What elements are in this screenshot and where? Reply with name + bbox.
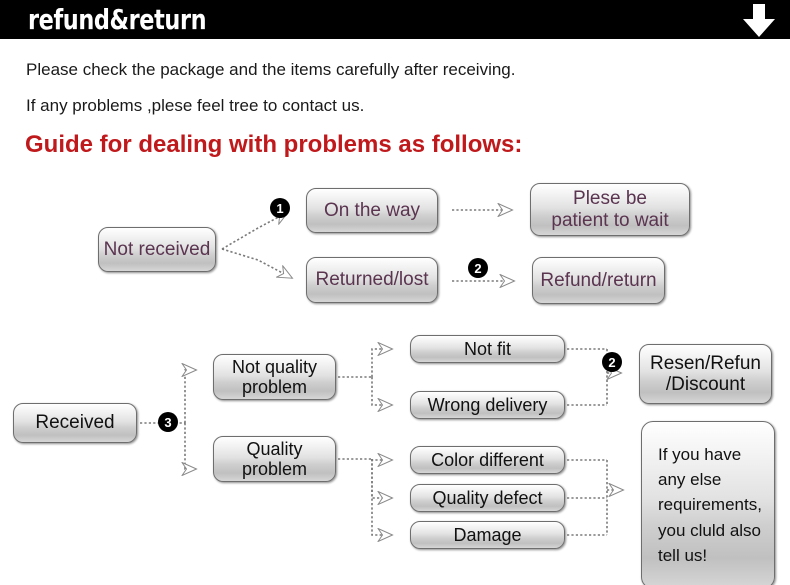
node-wrong-delivery: Wrong delivery [410, 391, 565, 419]
patient-line-1: Plese be [573, 188, 647, 210]
node-contact-us-note-label: If you have any else requirements, you c… [642, 442, 774, 568]
guide-heading: Guide for dealing with problems as follo… [25, 131, 523, 158]
page-title: refund&return [28, 3, 207, 36]
node-please-be-patient-label: Plese be patient to wait [531, 188, 689, 231]
node-quality-problem: Quality problem [213, 436, 336, 482]
resend-line-2: /Discount [665, 374, 746, 395]
contact-line-5: tell us! [658, 545, 708, 565]
not-quality-line-2: problem [241, 377, 308, 397]
step-badge-2-lower: 2 [602, 352, 622, 372]
node-not-quality-problem: Not quality problem [213, 354, 336, 400]
intro-line-2: If any problems ,plese feel tree to cont… [26, 96, 365, 115]
node-resend-refund-discount: Resen/Refun /Discount [639, 344, 772, 404]
node-not-received-label: Not received [103, 238, 211, 260]
header-bar: refund&return [0, 0, 790, 39]
contact-line-1: If you have [658, 445, 742, 465]
contact-line-3: requirements, [658, 495, 762, 515]
quality-line-2: problem [241, 459, 308, 479]
node-not-fit: Not fit [410, 335, 565, 363]
not-quality-line-1: Not quality [231, 356, 318, 377]
node-not-quality-problem-label: Not quality problem [214, 357, 335, 397]
node-received-label: Received [35, 412, 115, 434]
node-refund-return-label: Refund/return [540, 269, 657, 291]
node-on-the-way-label: On the way [323, 199, 421, 221]
node-contact-us-note: If you have any else requirements, you c… [641, 421, 775, 585]
resend-line-1: Resen/Refun [650, 352, 761, 374]
contact-line-4: you cluld also [658, 520, 762, 540]
patient-line-2: patient to wait [551, 209, 669, 231]
node-color-different: Color different [410, 446, 565, 474]
node-wrong-delivery-label: Wrong delivery [427, 394, 548, 415]
step-badge-3: 3 [158, 412, 178, 432]
node-damage: Damage [410, 521, 565, 549]
node-received: Received [13, 403, 137, 443]
step-badge-1: 1 [270, 198, 290, 218]
node-on-the-way: On the way [306, 188, 438, 233]
step-badge-2: 2 [468, 258, 488, 278]
node-damage-label: Damage [453, 524, 522, 545]
node-resend-refund-discount-label: Resen/Refun /Discount [640, 353, 771, 396]
node-not-received: Not received [98, 227, 216, 272]
node-color-different-label: Color different [431, 449, 544, 470]
node-returned-lost-label: Returned/lost [315, 269, 429, 291]
node-please-be-patient: Plese be patient to wait [530, 183, 690, 236]
contact-line-2: any else [658, 470, 722, 490]
node-quality-problem-label: Quality problem [214, 439, 335, 479]
node-quality-defect-label: Quality defect [432, 487, 543, 508]
node-returned-lost: Returned/lost [306, 257, 438, 303]
node-refund-return: Refund/return [532, 257, 665, 304]
intro-line-1: Please check the package and the items c… [26, 60, 516, 79]
node-not-fit-label: Not fit [463, 338, 511, 359]
node-quality-defect: Quality defect [410, 484, 565, 512]
arrow-down-icon [743, 4, 775, 37]
quality-line-1: Quality [246, 438, 303, 459]
